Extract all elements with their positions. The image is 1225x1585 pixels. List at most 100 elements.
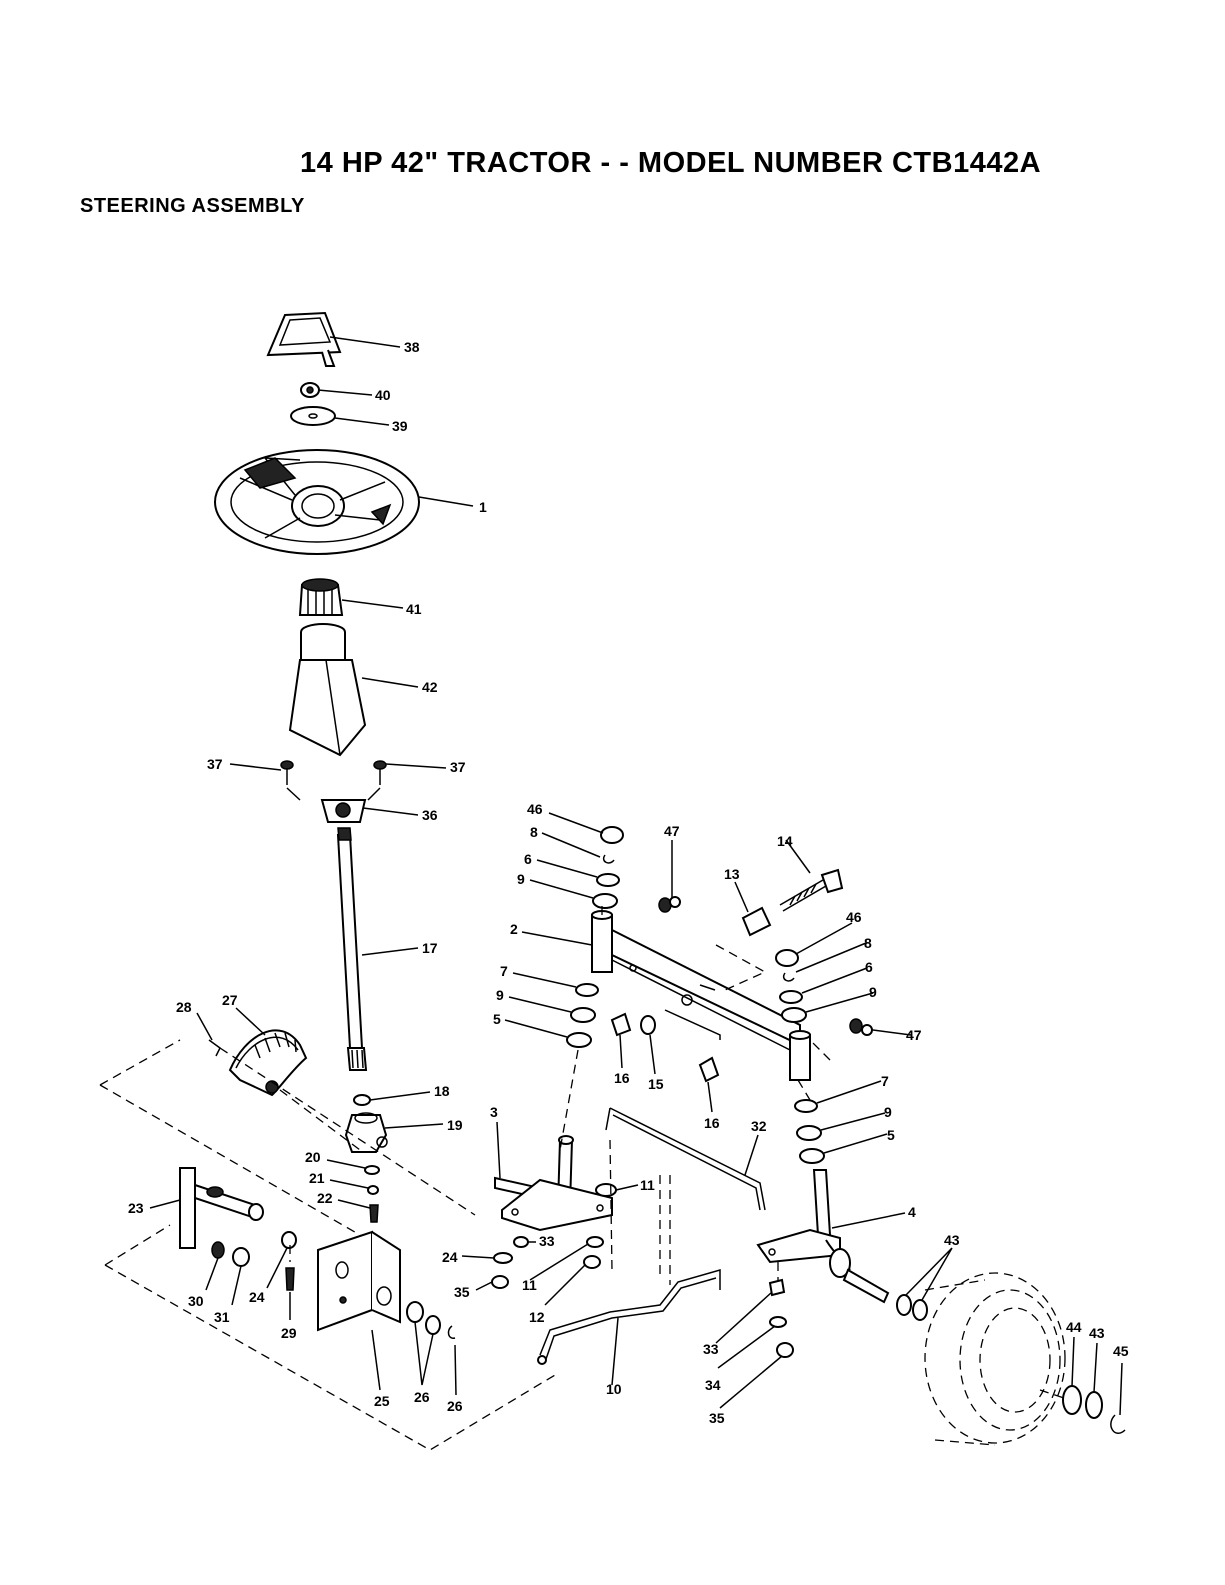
spacer-13 — [743, 908, 770, 935]
callout-32: 32 — [751, 1118, 767, 1134]
callout-19: 19 — [447, 1117, 463, 1133]
callout-36-lower: 35 — [454, 1284, 470, 1300]
callout-46-left: 46 — [527, 801, 543, 817]
callout-41: 41 — [406, 601, 422, 617]
pin-28 — [209, 1040, 220, 1056]
callout-38: 38 — [404, 339, 420, 355]
steering-wheel — [215, 450, 419, 554]
callout-5-right: 5 — [887, 1127, 895, 1143]
callout-37-left: 37 — [207, 756, 223, 772]
callout-34: 34 — [705, 1377, 721, 1393]
callout-10: 10 — [606, 1381, 622, 1397]
bearing-9-right — [782, 1008, 806, 1022]
pivot-bolt-14 — [780, 870, 842, 911]
callout-36: 36 — [422, 807, 438, 823]
callout-29: 29 — [281, 1325, 297, 1341]
callout-42: 42 — [422, 679, 438, 695]
callout-24-right: 24 — [442, 1249, 458, 1265]
callout-7-right: 7 — [881, 1073, 889, 1089]
bushing-30 — [212, 1242, 224, 1258]
callout-33-left: 33 — [539, 1233, 555, 1249]
washer-26b — [426, 1316, 440, 1334]
washer-7-left — [576, 984, 598, 996]
callout-6-right: 6 — [865, 959, 873, 975]
callout-43-lower: 43 — [1089, 1325, 1105, 1341]
washer-20 — [365, 1166, 379, 1174]
bushing-16-left — [612, 1014, 630, 1035]
bushing-16-right — [700, 1058, 718, 1081]
callout-16-right: 16 — [704, 1115, 720, 1131]
callout-3: 3 — [490, 1104, 498, 1120]
column-bracket-36 — [287, 788, 380, 822]
nut-36 — [492, 1276, 508, 1288]
left-spindle-3 — [495, 1136, 612, 1230]
washer-24-left — [282, 1232, 296, 1248]
sector-gear — [230, 1030, 306, 1095]
callout-2: 2 — [510, 921, 518, 937]
bushing-19 — [346, 1113, 387, 1152]
washer-5-right — [800, 1149, 824, 1163]
callout-44: 44 — [1066, 1319, 1082, 1335]
callout-45: 45 — [1113, 1343, 1129, 1359]
callout-8-right: 8 — [864, 935, 872, 951]
callout-13: 13 — [724, 866, 740, 882]
steering-adapter — [300, 579, 342, 615]
cap-46-right — [776, 950, 798, 966]
washer-24-right — [494, 1253, 512, 1263]
front-wheel — [925, 1273, 1065, 1445]
callout-9-left-lower: 9 — [496, 987, 504, 1003]
bushing-11-upper — [596, 1184, 616, 1196]
washer-43b — [913, 1300, 927, 1320]
callout-12: 12 — [529, 1309, 545, 1325]
callout-26-washers: 26 — [414, 1389, 430, 1405]
callout-28: 28 — [176, 999, 192, 1015]
washer-44 — [1063, 1386, 1081, 1414]
washer-26a — [407, 1302, 423, 1322]
pivot-bar-23 — [180, 1168, 263, 1248]
callout-47-right: 47 — [906, 1027, 922, 1043]
callout-22: 22 — [317, 1190, 333, 1206]
pin-8-left — [604, 855, 614, 863]
washer-43a — [897, 1295, 911, 1315]
grease-fitting-47-right — [850, 1019, 872, 1035]
steering-wheel-cap — [268, 313, 340, 366]
callout-37-right: 37 — [450, 759, 466, 775]
callout-5-left: 5 — [493, 1011, 501, 1027]
callout-11-lower: 11 — [522, 1277, 537, 1293]
cap-46-left — [601, 827, 623, 843]
nut-12 — [584, 1256, 600, 1268]
callout-14: 14 — [777, 833, 793, 849]
callout-7-left: 7 — [500, 963, 508, 979]
callout-25: 25 — [374, 1393, 390, 1409]
bolt-22 — [370, 1205, 378, 1222]
bolt-37-left — [281, 761, 293, 785]
washer-5-left — [567, 1033, 591, 1047]
washer-31 — [233, 1248, 249, 1266]
steering-column-cover — [290, 624, 365, 755]
bearing-9-left-lower — [571, 1008, 595, 1022]
pin-8-right — [784, 973, 794, 981]
tie-rod-32 — [606, 1108, 765, 1210]
callout-6-left: 6 — [524, 851, 532, 867]
callout-31: 31 — [214, 1309, 230, 1325]
washer-7-right — [795, 1100, 817, 1112]
bolt-29 — [286, 1268, 294, 1290]
nut-40 — [301, 383, 319, 397]
callout-11-upper: 11 — [640, 1177, 655, 1193]
callout-17: 17 — [422, 940, 438, 956]
washer-43c — [1086, 1392, 1102, 1418]
bushing-11-lower — [587, 1237, 603, 1247]
callout-23: 23 — [128, 1200, 144, 1216]
steering-shaft — [338, 828, 366, 1070]
front-axle-2 — [592, 911, 810, 1080]
grease-fitting-47-left — [659, 897, 680, 912]
nut-15 — [641, 1016, 655, 1034]
callout-24-left: 24 — [249, 1289, 265, 1305]
nut-35 — [777, 1343, 793, 1357]
callout-9-left-upper: 9 — [517, 871, 525, 887]
support-bracket-25 — [318, 1232, 400, 1330]
callout-1: 1 — [479, 499, 487, 515]
clip-45 — [1111, 1415, 1125, 1433]
callout-46-right: 46 — [846, 909, 862, 925]
callout-39: 39 — [392, 418, 408, 434]
